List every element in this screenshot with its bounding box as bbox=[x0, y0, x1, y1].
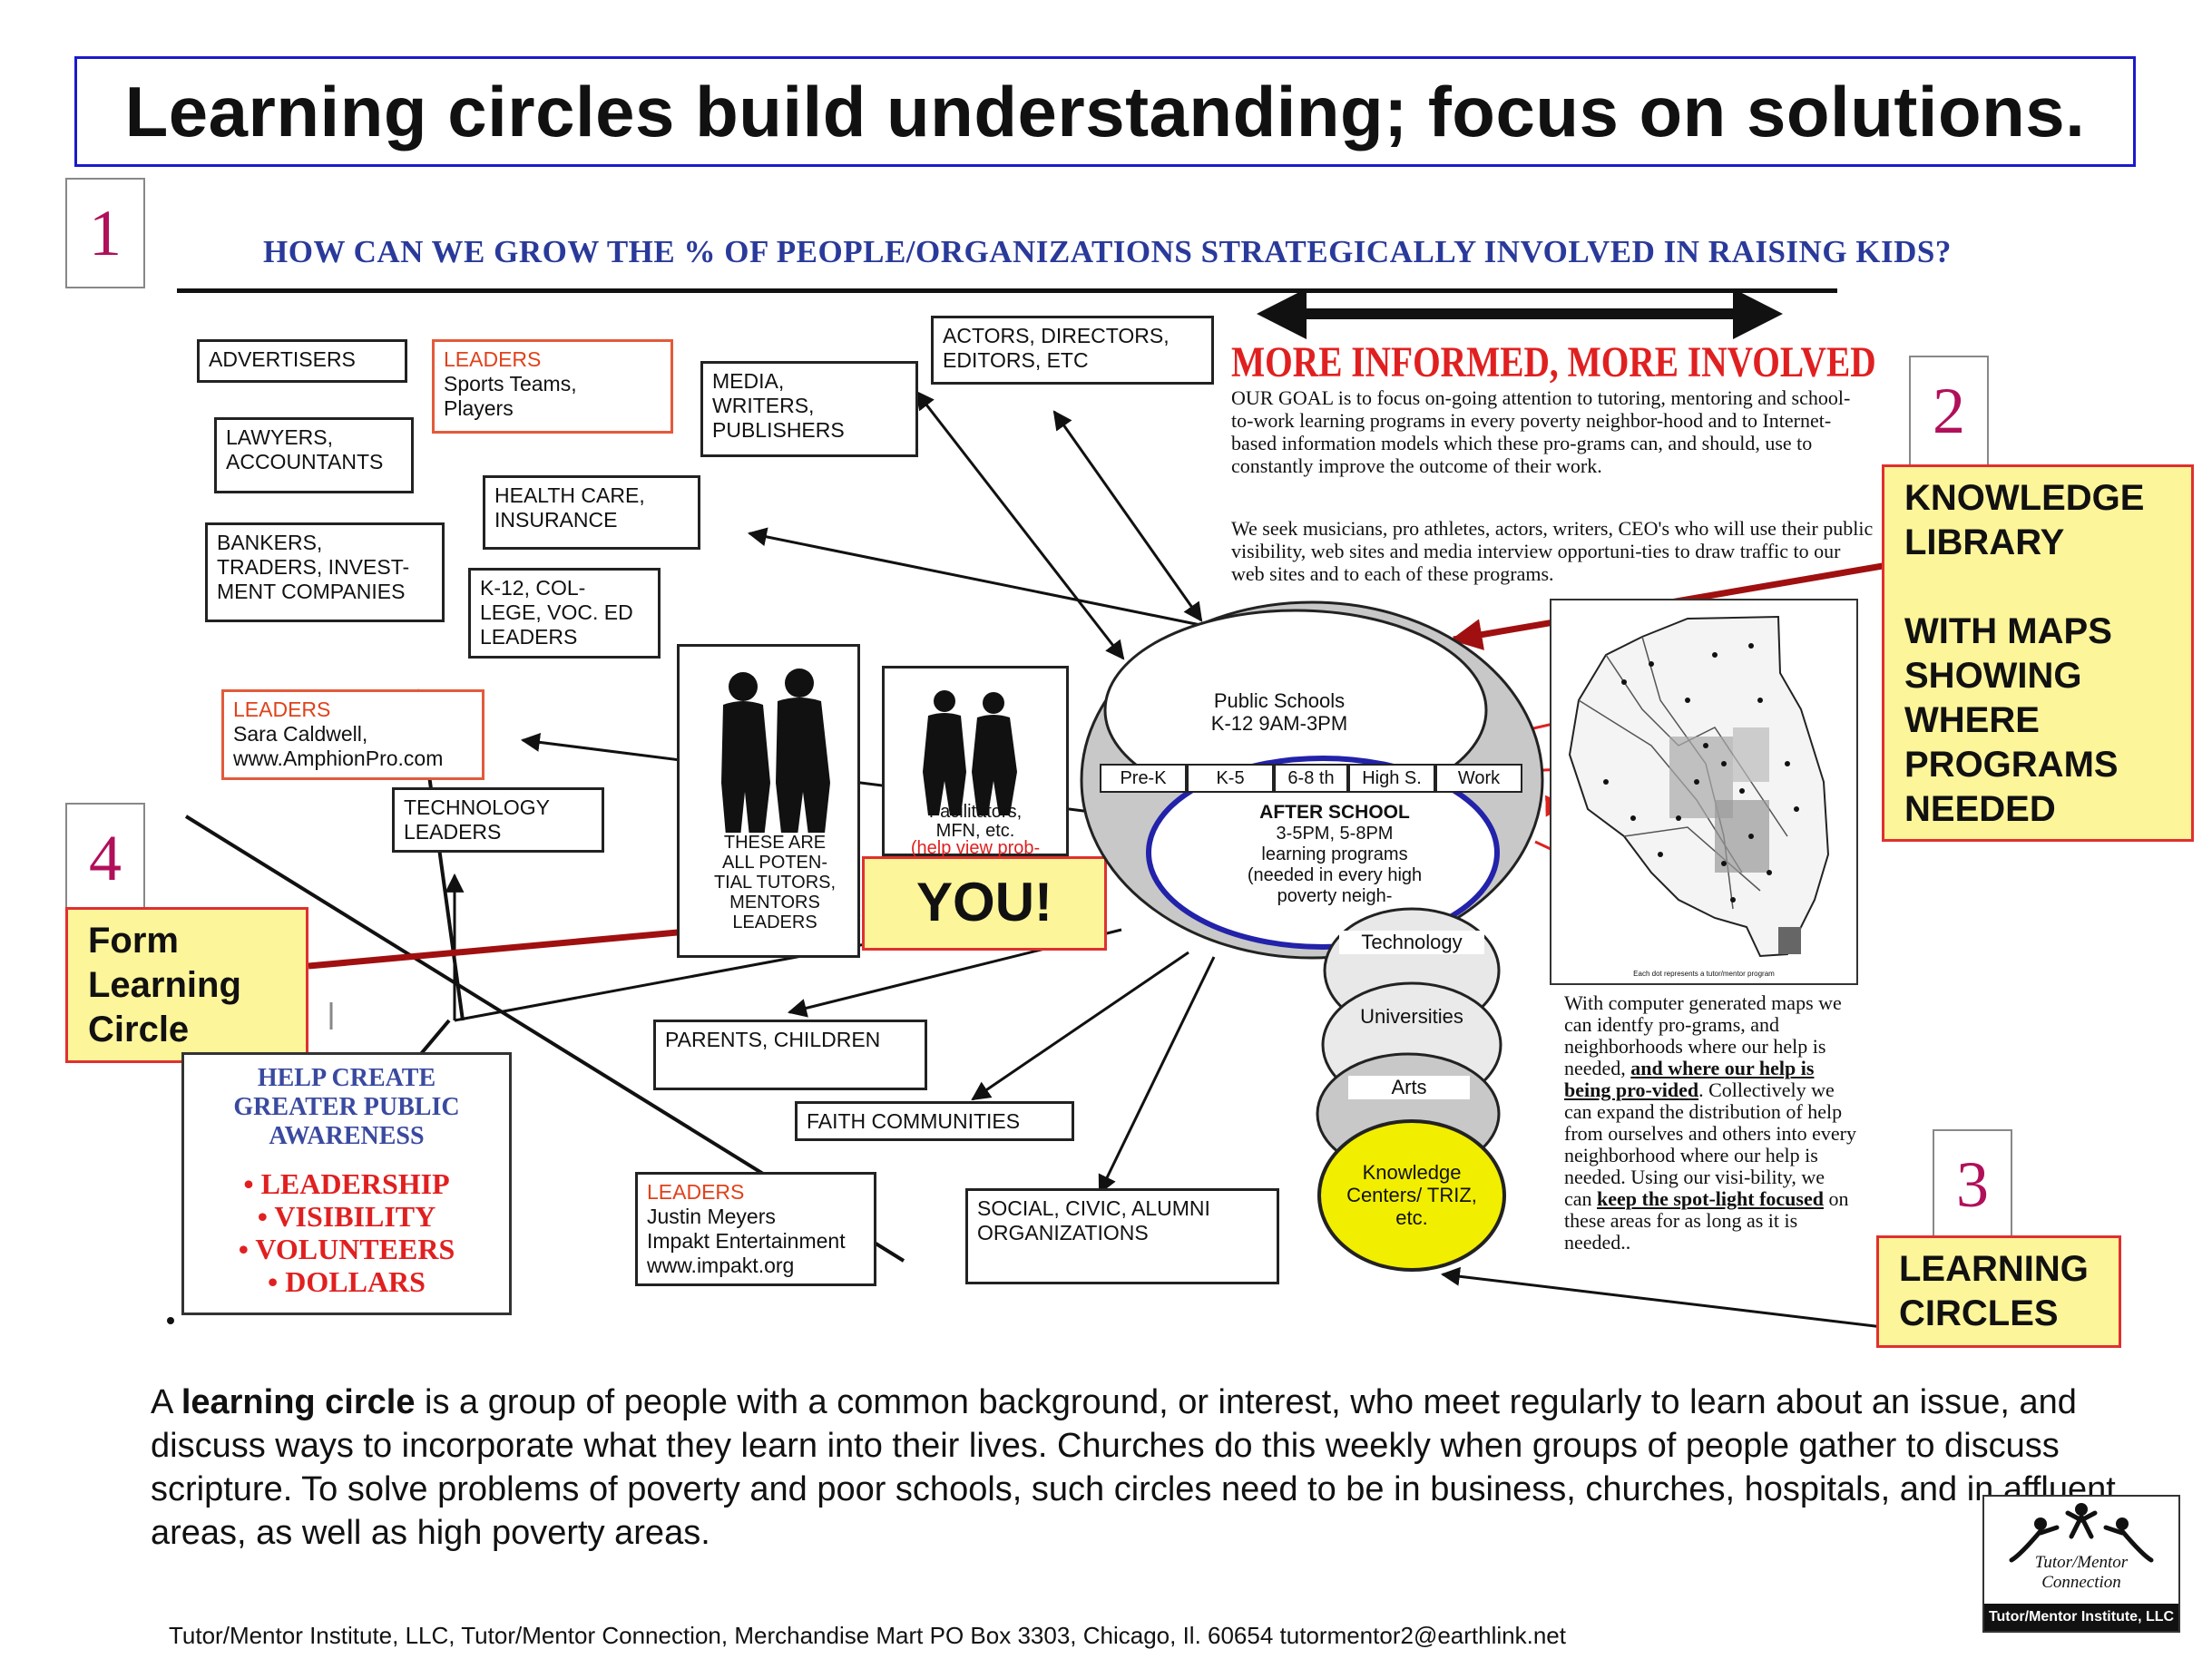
divider-line bbox=[177, 288, 1837, 293]
maps-text-3: on these areas for as long as it is need… bbox=[1564, 1187, 1849, 1254]
logo-name: Tutor/Mentor Connection bbox=[2034, 1553, 2129, 1592]
step-number-2: 2 bbox=[1909, 356, 1989, 466]
program-map-image bbox=[1568, 615, 1830, 958]
k12-leaders-box: K-12, COL- LEGE, VOC. ED LEADERS bbox=[468, 568, 661, 659]
logo-bar: Tutor/Mentor Institute, LLC bbox=[1984, 1604, 2178, 1631]
people-logo-icon bbox=[2009, 1503, 2154, 1563]
diagram-question: HOW CAN WE GROW THE % OF PEOPLE/ORGANIZA… bbox=[263, 234, 1952, 269]
facilitators-link[interactable]: (help view prob- bbox=[910, 838, 1041, 858]
actors-box: ACTORS, DIRECTORS, EDITORS, ETC bbox=[931, 316, 1214, 385]
goal-paragraph: OUR GOAL is to focus on-going attention … bbox=[1231, 386, 1862, 477]
headline: MORE INFORMED, MORE INVOLVED bbox=[1231, 338, 1876, 386]
definition-lead: A bbox=[151, 1383, 181, 1421]
leaders-sara-box: LEADERS Sara Caldwell, www.AmphionPro.co… bbox=[221, 689, 484, 780]
grade-k-5: K-5 bbox=[1187, 764, 1274, 793]
technology-leaders-box: TECHNOLOGY LEADERS bbox=[392, 787, 604, 853]
after-school-head: AFTER SCHOOL bbox=[1259, 802, 1410, 823]
circle-knowledge-centers: Knowledge Centers/ TRIZ, etc. bbox=[1346, 1161, 1477, 1229]
awareness-box: HELP CREATE GREATER PUBLIC AWARENESS • L… bbox=[181, 1052, 512, 1315]
media-box: MEDIA, WRITERS, PUBLISHERS bbox=[700, 361, 918, 457]
awareness-item: • VOLUNTEERS bbox=[238, 1233, 455, 1265]
tutors-caption: THESE ARE ALL POTEN- TIAL TUTORS, MENTOR… bbox=[707, 833, 843, 932]
grade-high-school: High S. bbox=[1348, 764, 1435, 793]
chicago-map: Each dot represents a tutor/mentor progr… bbox=[1550, 599, 1858, 985]
leaders-label: LEADERS bbox=[233, 698, 331, 721]
maps-paragraph: With computer generated maps we can iden… bbox=[1564, 992, 1856, 1254]
you-callout: YOU! bbox=[862, 856, 1107, 951]
double-arrow bbox=[1257, 288, 1783, 339]
lawyers-box: LAWYERS, ACCOUNTANTS bbox=[214, 417, 414, 493]
form-learning-circle-callout: Form Learning Circle bbox=[65, 907, 308, 1063]
leaders-label: LEADERS bbox=[444, 347, 542, 371]
leaders-label: LEADERS bbox=[647, 1180, 745, 1204]
maps-text-2: . Collectively we can expand the distrib… bbox=[1564, 1078, 1856, 1210]
leaders-sports-text: Sports Teams, Players bbox=[444, 372, 577, 420]
maps-text-emphasis-2: keep the spot-light focused bbox=[1597, 1187, 1824, 1210]
learning-circles-callout: LEARNING CIRCLES bbox=[1876, 1235, 2121, 1348]
circle-technology: Technology bbox=[1339, 931, 1484, 954]
maps-text-emphasis-1: and where our help is being pro-vided bbox=[1564, 1057, 1815, 1101]
circle-arts: Arts bbox=[1348, 1076, 1470, 1099]
grade-pre-k: Pre-K bbox=[1100, 764, 1187, 793]
facilitators-panel: Facilitators, MFN, etc. (help view prob- bbox=[882, 666, 1069, 858]
footer-address: Tutor/Mentor Institute, LLC, Tutor/Mento… bbox=[169, 1622, 1566, 1649]
social-civic-box: SOCIAL, CIVIC, ALUMNI ORGANIZATIONS bbox=[965, 1188, 1279, 1284]
page-title: Learning circles build understanding; fo… bbox=[124, 71, 2086, 151]
awareness-heading: HELP CREATE GREATER PUBLIC AWARENESS bbox=[233, 1064, 460, 1150]
bankers-box: BANKERS, TRADERS, INVEST- MENT COMPANIES bbox=[205, 522, 445, 622]
step-number-1: 1 bbox=[65, 178, 145, 288]
awareness-item: • LEADERSHIP bbox=[243, 1167, 450, 1200]
facilitators-caption: Facilitators, MFN, etc. bbox=[928, 802, 1023, 841]
tutors-panel: THESE ARE ALL POTEN- TIAL TUTORS, MENTOR… bbox=[677, 644, 860, 958]
grade-levels: Pre-K K-5 6-8 th High S. Work bbox=[1100, 764, 1522, 793]
tutor-mentor-logo: Tutor/Mentor Connection Tutor/Mentor Ins… bbox=[1982, 1495, 2180, 1633]
map-caption: Each dot represents a tutor/mentor progr… bbox=[1633, 970, 1775, 978]
awareness-item: • DOLLARS bbox=[268, 1265, 426, 1298]
advertisers-box: ADVERTISERS bbox=[197, 339, 407, 383]
awareness-list: • LEADERSHIP • VISIBILITY • VOLUNTEERS •… bbox=[184, 1167, 509, 1298]
grade-work: Work bbox=[1435, 764, 1522, 793]
goal-lead: OUR GOAL bbox=[1231, 386, 1334, 409]
learning-circle-definition: A learning circle is a group of people w… bbox=[151, 1381, 2129, 1555]
faith-communities-box: FAITH COMMUNITIES bbox=[795, 1101, 1074, 1141]
health-care-box: HEALTH CARE, INSURANCE bbox=[483, 475, 700, 550]
grade-6-8: 6-8 th bbox=[1274, 764, 1348, 793]
definition-text: is a group of people with a common backg… bbox=[151, 1383, 2116, 1552]
seek-paragraph: We seek musicians, pro athletes, actors,… bbox=[1231, 517, 1874, 585]
leaders-sara-text: Sara Caldwell, www.AmphionPro.com bbox=[233, 722, 444, 770]
maps-text-1: With computer generated maps we can iden… bbox=[1564, 991, 1842, 1079]
awareness-item: • VISIBILITY bbox=[257, 1200, 436, 1233]
leaders-justin-box: LEADERS Justin Meyers Impakt Entertainme… bbox=[635, 1172, 876, 1286]
leaders-sports-box: LEADERS Sports Teams, Players bbox=[432, 339, 673, 434]
leaders-justin-text: Justin Meyers Impakt Entertainment www.i… bbox=[647, 1205, 846, 1277]
circle-universities: Universities bbox=[1360, 1005, 1463, 1028]
title-banner: Learning circles build understanding; fo… bbox=[74, 56, 2136, 167]
people-silhouette-icon bbox=[721, 668, 830, 850]
facilitators-silhouette-icon bbox=[923, 690, 1017, 815]
goal-text: is to focus on-going attention to tutori… bbox=[1231, 386, 1851, 477]
parents-children-box: PARENTS, CHILDREN bbox=[653, 1020, 927, 1090]
public-schools-label: Public Schools K-12 9AM-3PM bbox=[1210, 689, 1348, 735]
knowledge-library-callout: KNOWLEDGE LIBRARY WITH MAPS SHOWING WHER… bbox=[1882, 464, 2194, 842]
definition-term: learning circle bbox=[181, 1383, 416, 1421]
after-school-text: 3-5PM, 5-8PM learning programs (needed i… bbox=[1247, 824, 1423, 906]
